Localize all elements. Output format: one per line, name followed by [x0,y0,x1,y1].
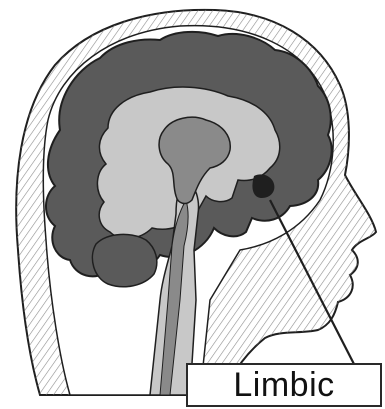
limbic-label: Limbic [233,366,334,405]
cerebellum [92,234,156,286]
limbic-label-box: Limbic [186,363,382,407]
